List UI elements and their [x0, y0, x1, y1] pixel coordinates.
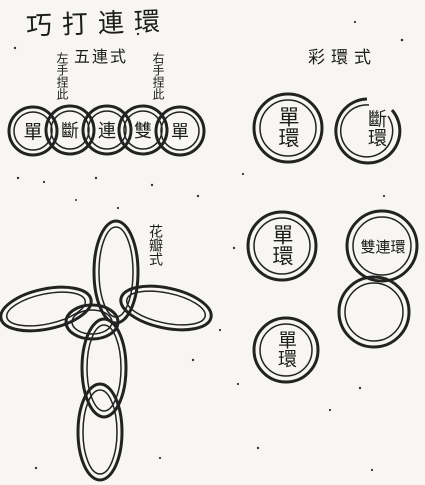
five-ring-style-label: 五連式 — [74, 47, 128, 66]
print-specks — [13, 20, 404, 472]
chain-ring-3: 連 — [81, 104, 133, 156]
colored-ring-style-label: 彩環式 — [308, 48, 377, 68]
single-ring-bottom-label: 單環 — [275, 330, 297, 368]
single-ring-bottom: 單環 — [252, 316, 320, 384]
broken-ring-label: 斷環 — [365, 109, 387, 147]
flower-petal-rings — [0, 219, 213, 482]
flower-style-label: 花瓣式 — [147, 224, 163, 266]
page-title: 巧打連環 — [26, 7, 171, 42]
chain-ring-1-label: 單 — [23, 121, 42, 143]
right-hand-note: 右手捏此 — [151, 51, 165, 101]
chain-ring-5: 單 — [154, 105, 206, 157]
single-ring-middle-label: 單環 — [270, 224, 294, 266]
double-ring-label: 雙連環 — [360, 238, 405, 256]
five-ring-chain: 單 斷 連 雙 單 — [7, 104, 206, 157]
double-linked-rings: 雙連環 — [337, 209, 419, 349]
chain-ring-5-label: 單 — [171, 122, 189, 143]
single-ring-top-label: 單環 — [276, 106, 300, 148]
left-hand-note: 左手捏此 — [55, 51, 69, 101]
chain-ring-3-label: 連 — [98, 121, 116, 142]
chain-ring-2: 斷 — [44, 104, 96, 156]
chain-ring-4-label: 雙 — [134, 121, 152, 142]
chain-ring-2-label: 斷 — [61, 121, 79, 142]
single-ring-middle: 單環 — [246, 210, 318, 282]
chain-ring-4: 雙 — [117, 104, 169, 156]
single-ring-top: 單環 — [252, 92, 324, 164]
broken-ring: 斷環 — [334, 97, 402, 165]
chain-ring-1: 單 — [7, 105, 59, 157]
